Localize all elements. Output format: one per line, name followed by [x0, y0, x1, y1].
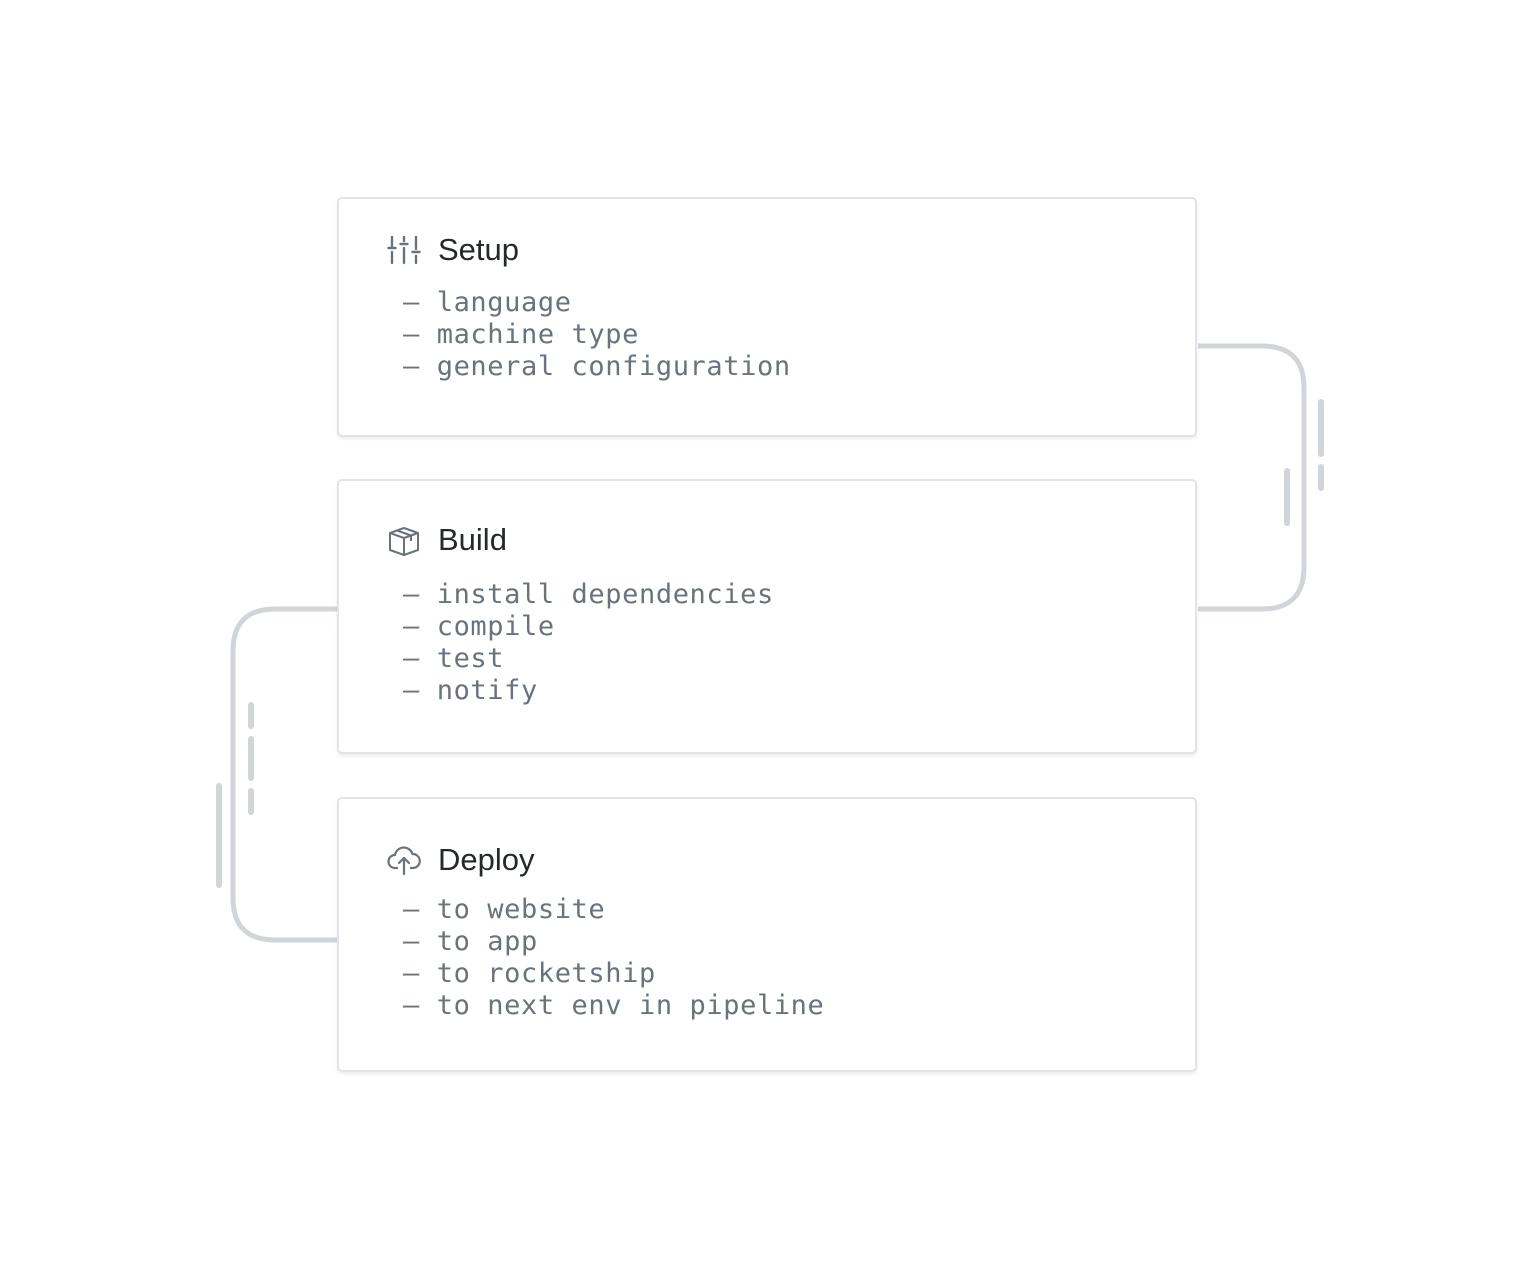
bullet-dash: –: [403, 894, 420, 925]
bullet-dash: –: [403, 351, 420, 382]
stage-card-build: Build – install dependencies – compile –…: [337, 479, 1197, 754]
stage-item-list: – install dependencies – compile – test …: [403, 579, 774, 707]
bullet-dash: –: [403, 990, 420, 1021]
stage-item: – language: [403, 287, 791, 319]
stage-item: – notify: [403, 675, 774, 707]
bullet-dash: –: [403, 611, 420, 642]
stage-item-text: to rocketship: [436, 958, 656, 989]
stage-item-list: – to website – to app – to rocketship – …: [403, 894, 824, 1022]
stage-item: – test: [403, 643, 774, 675]
stage-item: – general configuration: [403, 351, 791, 383]
stage-item: – to app: [403, 926, 824, 958]
package-icon: [387, 523, 421, 557]
sliders-icon: [387, 233, 421, 267]
stage-item: – to rocketship: [403, 958, 824, 990]
stage-item: – install dependencies: [403, 579, 774, 611]
bullet-dash: –: [403, 675, 420, 706]
cloud-upload-icon: [387, 843, 421, 877]
stage-title: Build: [438, 522, 507, 557]
stage-title: Setup: [438, 232, 520, 267]
stage-item-text: language: [436, 287, 572, 318]
bullet-dash: –: [403, 287, 420, 318]
stage-item-text: to next env in pipeline: [436, 990, 825, 1021]
stage-item: – compile: [403, 611, 774, 643]
bullet-dash: –: [403, 926, 420, 957]
bullet-dash: –: [403, 579, 420, 610]
stage-card-deploy: Deploy – to website – to app – to rocket…: [337, 797, 1197, 1072]
stage-header: Deploy: [387, 841, 535, 879]
stage-item-text: test: [436, 643, 505, 674]
bullet-dash: –: [403, 958, 420, 989]
stage-item-list: – language – machine type – general conf…: [403, 287, 791, 383]
stage-item-text: install dependencies: [436, 579, 774, 610]
stage-title: Deploy: [438, 842, 535, 877]
stage-item-text: to website: [436, 894, 606, 925]
stage-item: – to website: [403, 894, 824, 926]
bullet-dash: –: [403, 319, 420, 350]
stage-item: – to next env in pipeline: [403, 990, 824, 1022]
stage-item-text: general configuration: [436, 351, 791, 382]
stage-header: Build: [387, 521, 507, 559]
connector-build-to-deploy: [230, 606, 337, 943]
bullet-dash: –: [403, 643, 420, 674]
stage-card-setup: Setup – language – machine type – genera…: [337, 197, 1197, 437]
stage-item-text: compile: [436, 611, 555, 642]
stage-header: Setup: [387, 231, 519, 269]
stage-item: – machine type: [403, 319, 791, 351]
connector-setup-to-build: [1198, 343, 1307, 612]
stage-item-text: notify: [436, 675, 538, 706]
stage-item-text: machine type: [436, 319, 639, 350]
stage-item-text: to app: [436, 926, 538, 957]
